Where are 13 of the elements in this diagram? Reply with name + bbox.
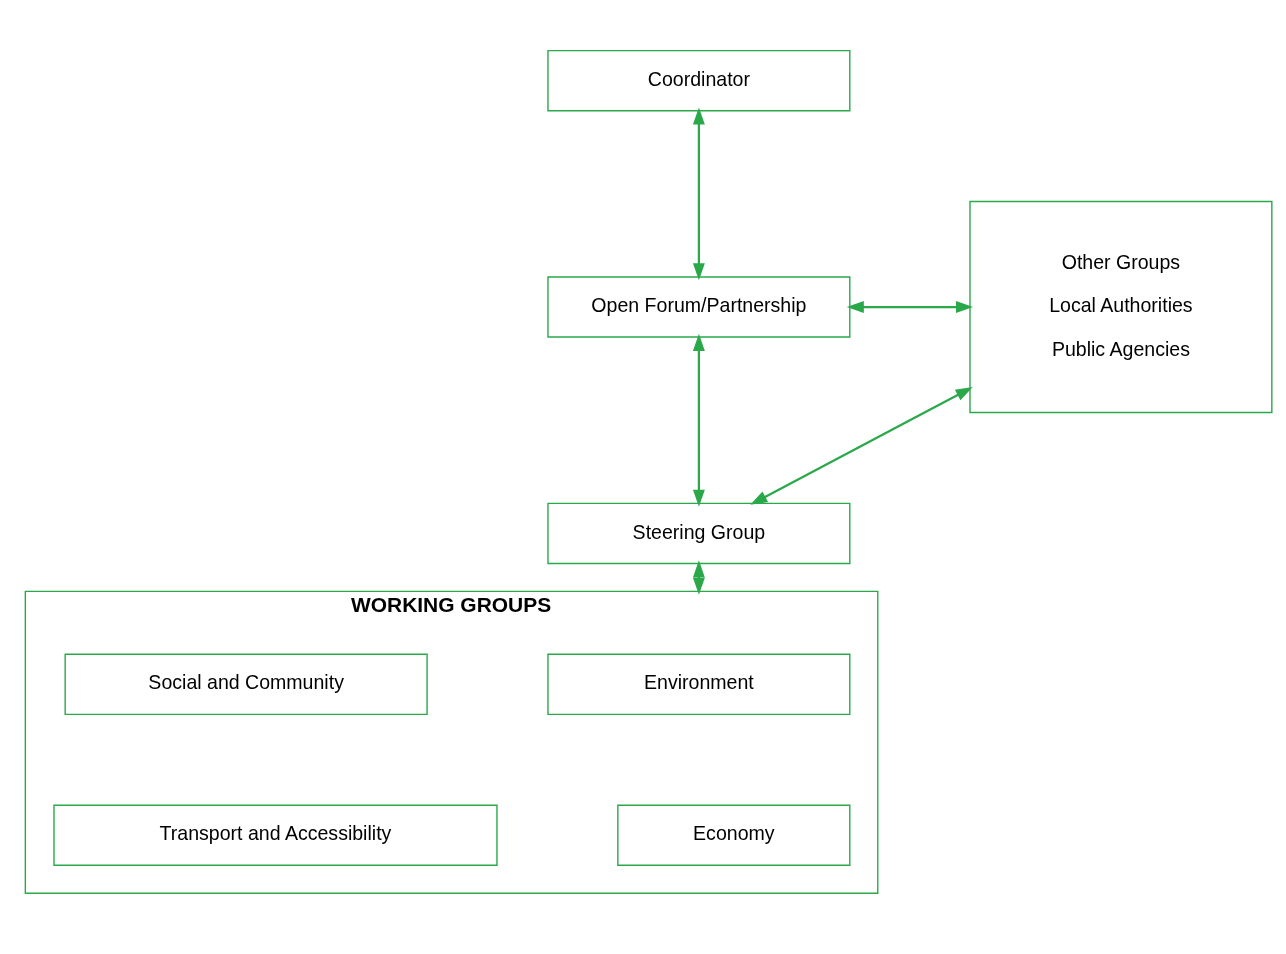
node-box: Social and Community xyxy=(64,653,428,715)
node-box: Economy xyxy=(617,804,851,866)
arrow xyxy=(692,559,705,595)
node-box: Environment xyxy=(547,653,851,715)
node-box: Transport and Accessibility xyxy=(53,804,498,866)
node-box: Open Forum/Partnership xyxy=(547,275,851,338)
arrow xyxy=(750,386,973,505)
arrow xyxy=(846,300,974,313)
node-box: Steering Group xyxy=(547,502,851,564)
node-box: Other Groups Local Authorities Public Agencies xyxy=(969,200,1273,413)
node-box: Coordinator xyxy=(547,49,851,111)
arrow xyxy=(692,106,705,280)
arrow xyxy=(692,333,705,507)
